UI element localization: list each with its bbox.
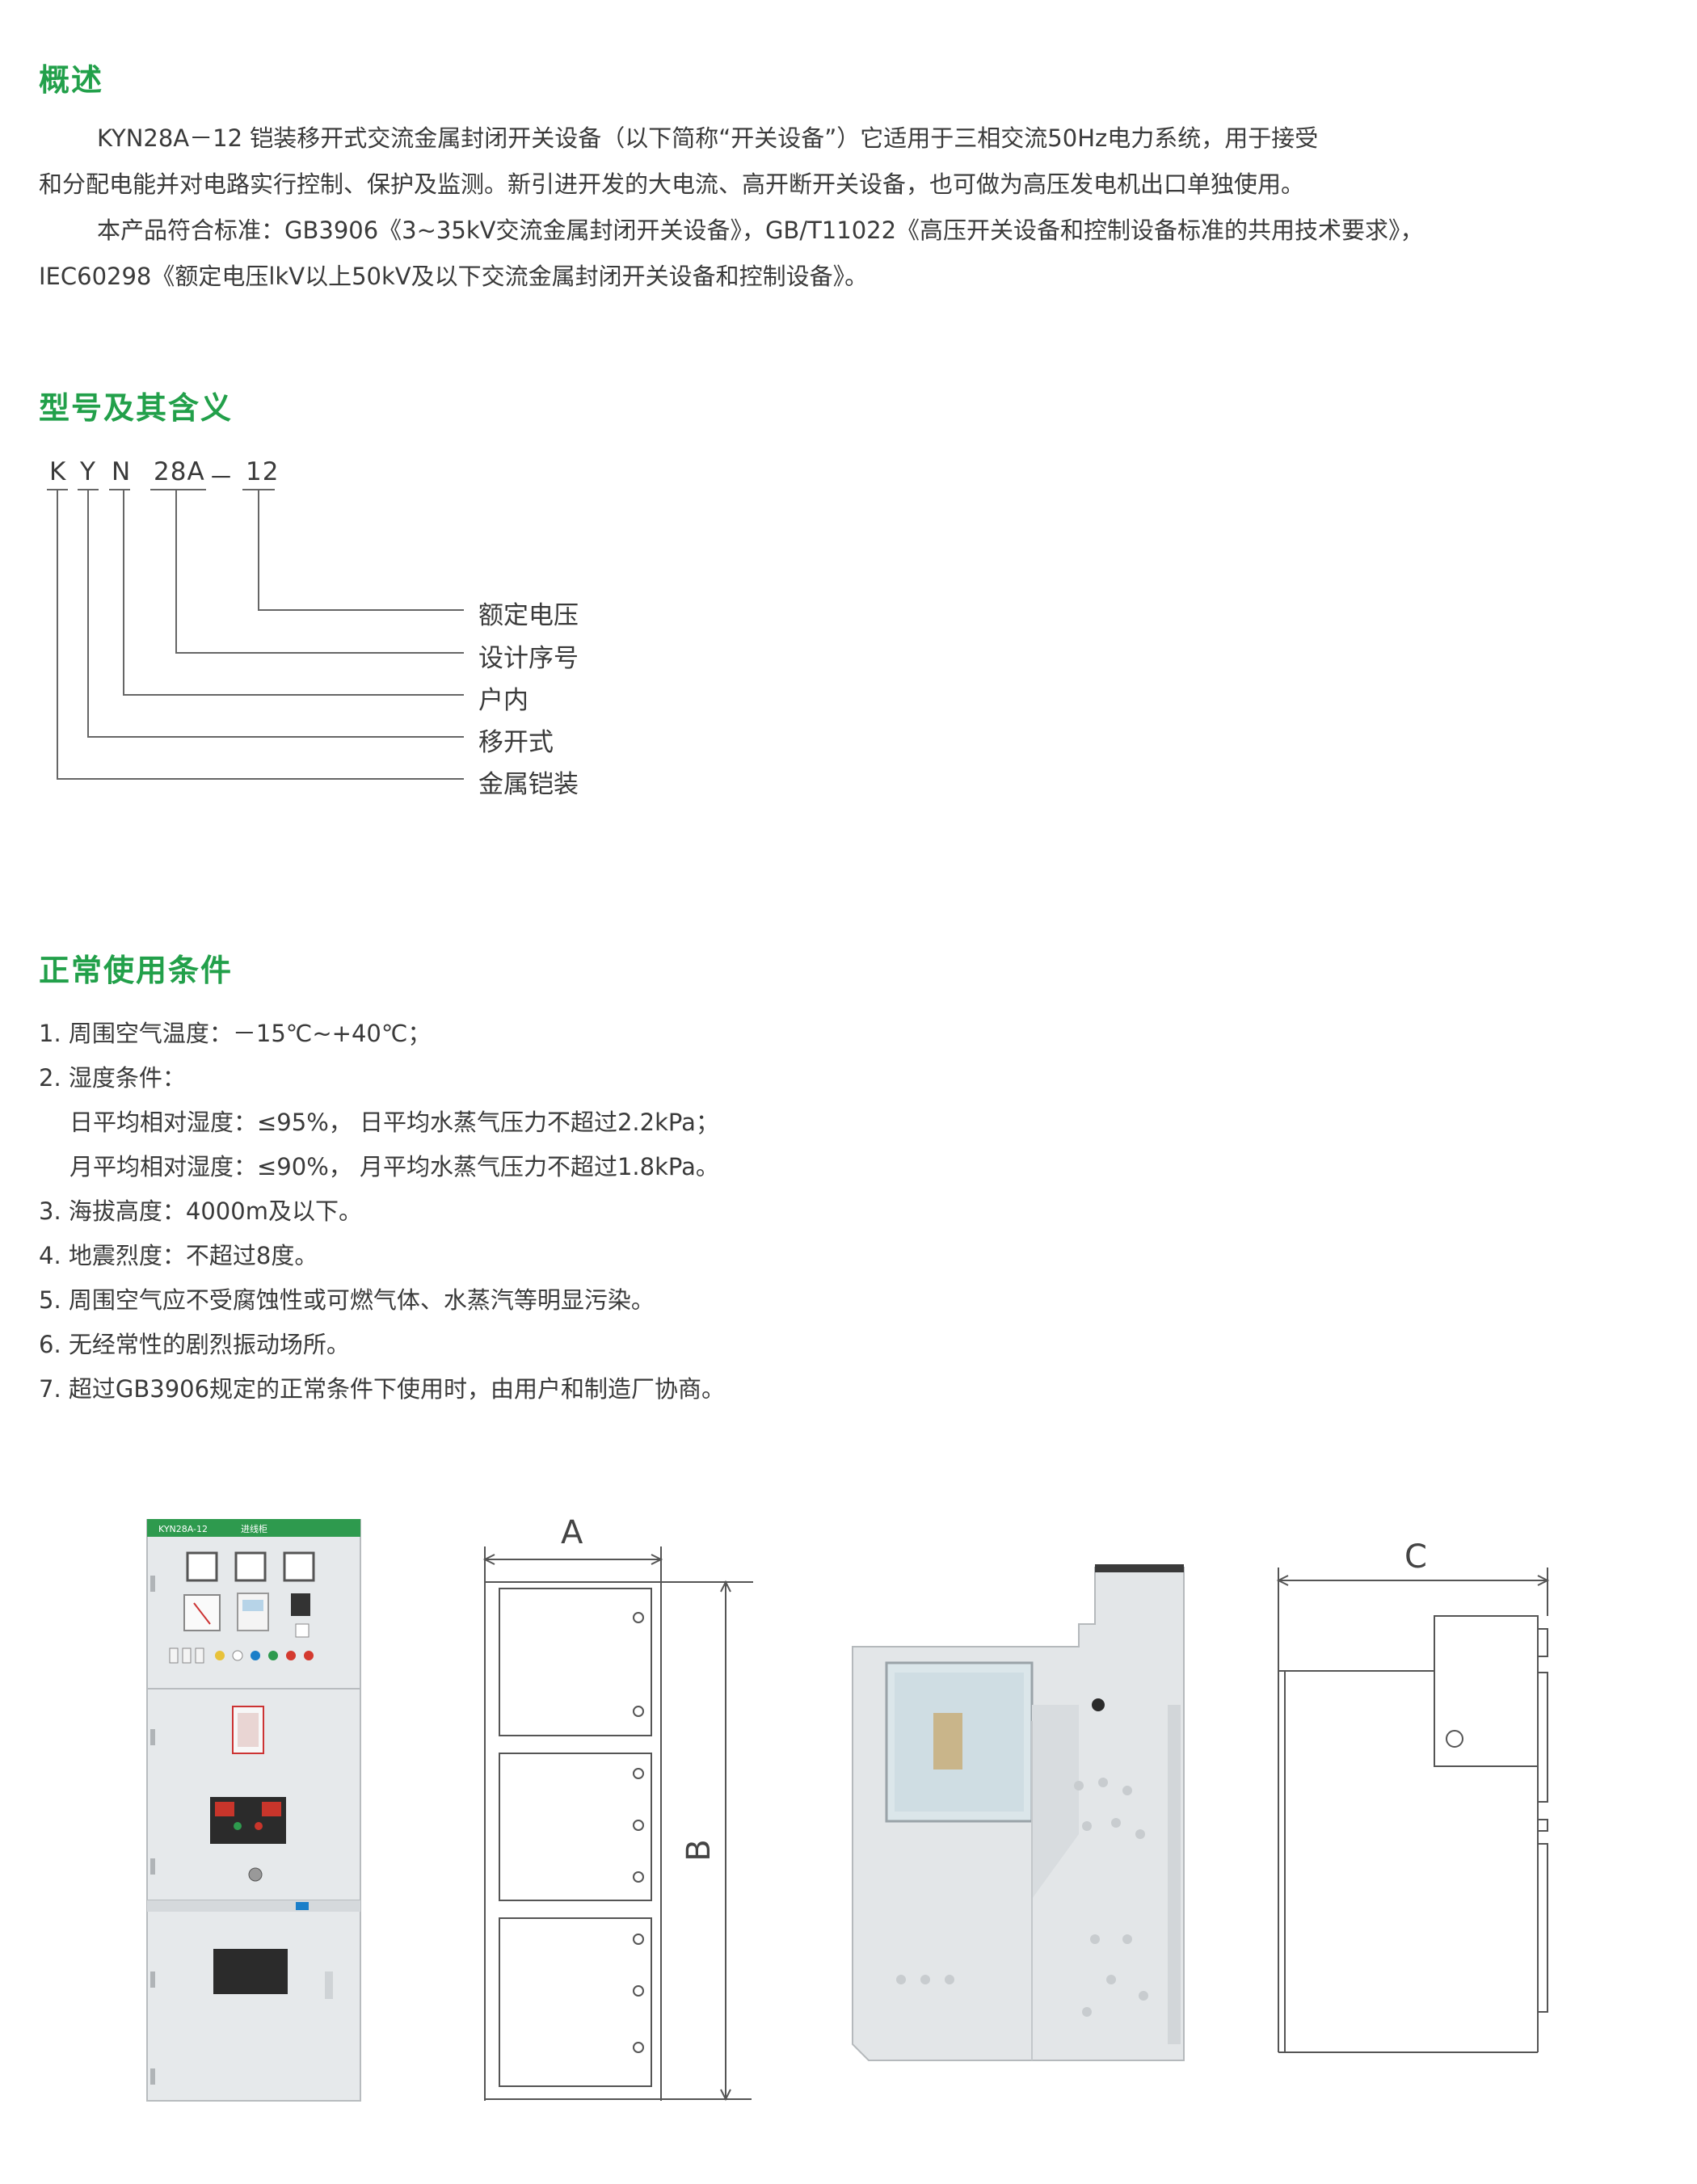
meaning-withdrawable: 移开式 [478, 728, 554, 757]
list-item: 月平均相对湿度：≤90%， 月平均水蒸气压力不超过1.8kPa。 [69, 1153, 719, 1180]
overview-paragraph-2-line-1: 本产品符合标准：GB3906《3~35kV交流金属封闭开关设备》，GB/T110… [97, 217, 1424, 244]
cabinet-side-photo [852, 1564, 1185, 2061]
cabinet-front-photo: KYN28A-12 进线柜 [146, 1519, 361, 2102]
list-item: 日平均相对湿度：≤95%， 日平均水蒸气压力不超过2.2kPa； [69, 1109, 719, 1136]
model-diagram-lines [47, 489, 464, 780]
overview-paragraph-1-line-2: 和分配电能并对电路实行控制、保护及监测。新引进开发的大电流、高开断开关设备，也可… [39, 170, 1305, 198]
cabinet-header-model: KYN28A-12 [158, 1524, 208, 1534]
model-code-k: K [49, 457, 67, 486]
list-item: 1. 周围空气温度：－15℃~+40℃； [39, 1020, 432, 1047]
list-item: 2. 湿度条件： [39, 1064, 186, 1092]
conditions-list: 1. 周围空气温度：－15℃~+40℃； 2. 湿度条件： 日平均相对湿度：≤9… [39, 1012, 725, 1412]
dimension-c-label: C [1404, 1538, 1427, 1576]
model-code-voltage: 12 [246, 457, 280, 486]
model-title: 型号及其含义 [39, 390, 234, 426]
front-dimension-drawing: A B [482, 1514, 753, 2102]
list-item: 4. 地震烈度：不超过8度。 [39, 1242, 318, 1269]
meaning-rated-voltage: 额定电压 [478, 601, 579, 630]
side-dimension-drawing: C [1276, 1538, 1550, 2053]
model-code-series: 28A [154, 457, 205, 486]
model-code-dash: － [208, 464, 234, 493]
model-code-y: Y [80, 457, 96, 486]
model-code-n: N [112, 457, 132, 486]
conditions-title: 正常使用条件 [39, 953, 234, 988]
list-item: 6. 无经常性的剧烈振动场所。 [39, 1331, 350, 1358]
dimension-a-label: A [561, 1514, 583, 1551]
overview-paragraph-1-line-1: KYN28A－12 铠装移开式交流金属封闭开关设备（以下简称“开关设备”）它适用… [97, 124, 1319, 152]
list-item: 7. 超过GB3906规定的正常条件下使用时，由用户和制造厂协商。 [39, 1375, 726, 1403]
meaning-design-serial: 设计序号 [478, 644, 579, 673]
overview-paragraph-2-line-2: IEC60298《额定电压lkV以上50kV及以下交流金属封闭开关设备和控制设备… [39, 263, 869, 290]
cabinet-header-name: 进线柜 [241, 1523, 267, 1534]
meaning-metal-clad: 金属铠装 [478, 770, 579, 799]
dimension-b-label: B [680, 1839, 718, 1861]
overview-title: 概述 [39, 62, 104, 98]
list-item: 3. 海拔高度：4000m及以下。 [39, 1197, 362, 1225]
meaning-indoor: 户内 [478, 686, 528, 715]
list-item: 5. 周围空气应不受腐蚀性或可燃气体、水蒸汽等明显污染。 [39, 1286, 655, 1314]
